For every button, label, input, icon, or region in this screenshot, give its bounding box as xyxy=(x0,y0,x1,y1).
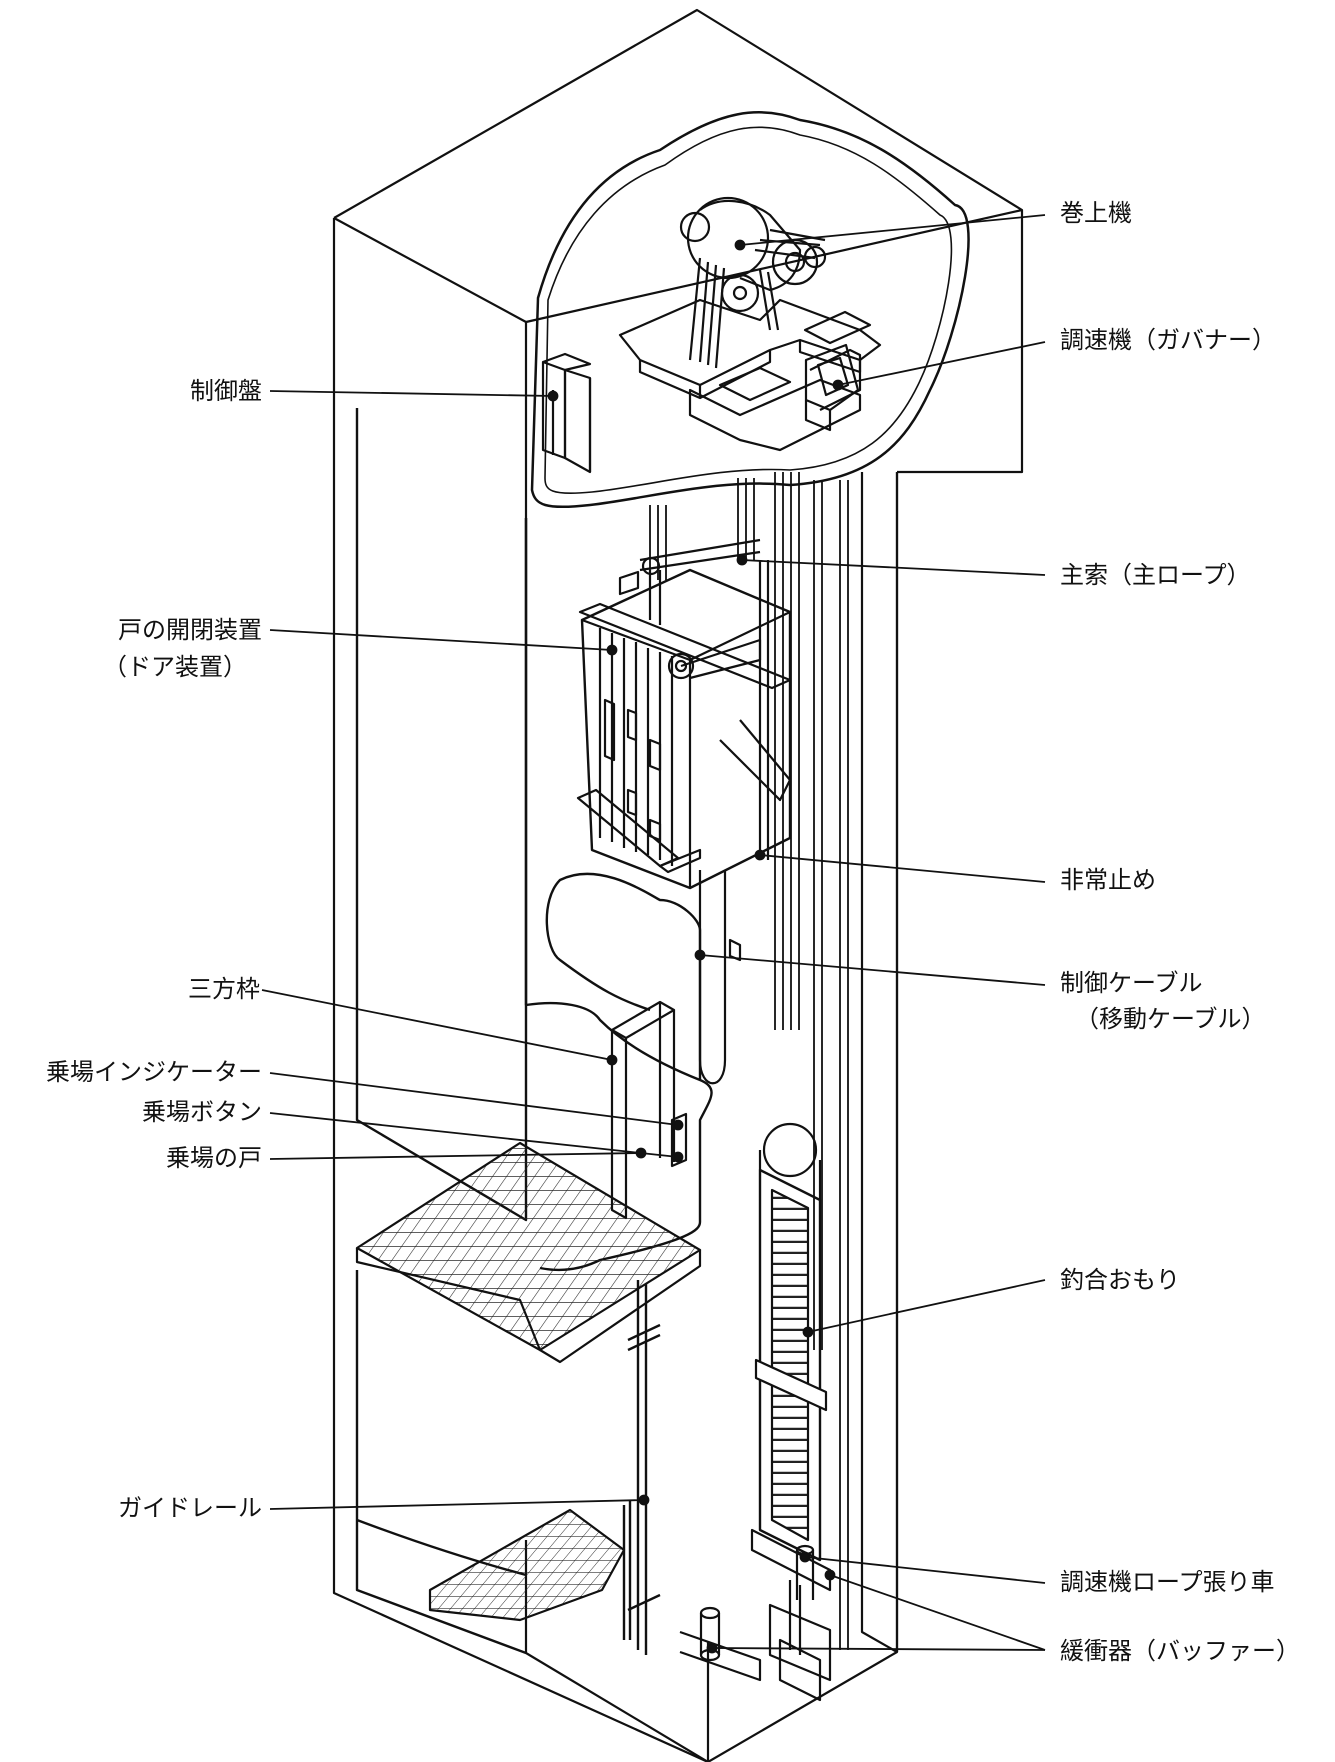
label-guide-rail: ガイドレール xyxy=(118,1494,262,1522)
label-safety-gear: 非常止め xyxy=(1060,866,1156,894)
machine-room-cutaway xyxy=(530,111,970,509)
counterweight xyxy=(750,1122,832,1592)
traveling-cable xyxy=(698,870,742,1085)
label-hall-door: 乗場の戸 xyxy=(166,1144,262,1172)
leader-lines xyxy=(261,214,1046,1654)
label-hall-button: 乗場ボタン xyxy=(142,1098,262,1126)
label-governor-tension-sheave: 調速機ロープ張り車 xyxy=(1060,1568,1275,1596)
label-hoisting-machine: 巻上機 xyxy=(1060,199,1132,227)
hoistway-ropes xyxy=(649,472,849,1650)
label-counterweight: 釣合おもり xyxy=(1060,1266,1180,1294)
hoisting-machine xyxy=(618,196,882,452)
guide-rail xyxy=(622,1280,661,1655)
landing-floors xyxy=(355,1141,702,1622)
label-governor: 調速機（ガバナー） xyxy=(1060,326,1276,354)
landing-door xyxy=(610,1000,688,1220)
label-main-rope: 主索（主ロープ） xyxy=(1060,561,1251,589)
wall-cutaways xyxy=(355,408,713,1655)
shaft-outline xyxy=(332,8,1024,1762)
label-jamb: 三方枠 xyxy=(188,975,260,1003)
governor xyxy=(804,343,860,432)
label-door-operator-sub: （ドア装置） xyxy=(103,653,247,681)
label-hall-indicator: 乗場インジケーター xyxy=(46,1058,262,1086)
label-control-cable: 制御ケーブル xyxy=(1060,969,1203,997)
elevator-car xyxy=(576,538,792,890)
label-control-panel: 制御盤 xyxy=(190,377,262,405)
label-door-operator: 戸の開閉装置 xyxy=(118,616,262,644)
label-control-cable-sub: （移動ケーブル） xyxy=(1075,1005,1266,1033)
label-buffer: 緩衝器（バッファー） xyxy=(1060,1637,1300,1665)
pit-equipment xyxy=(679,1544,832,1702)
control-panel xyxy=(541,352,592,474)
